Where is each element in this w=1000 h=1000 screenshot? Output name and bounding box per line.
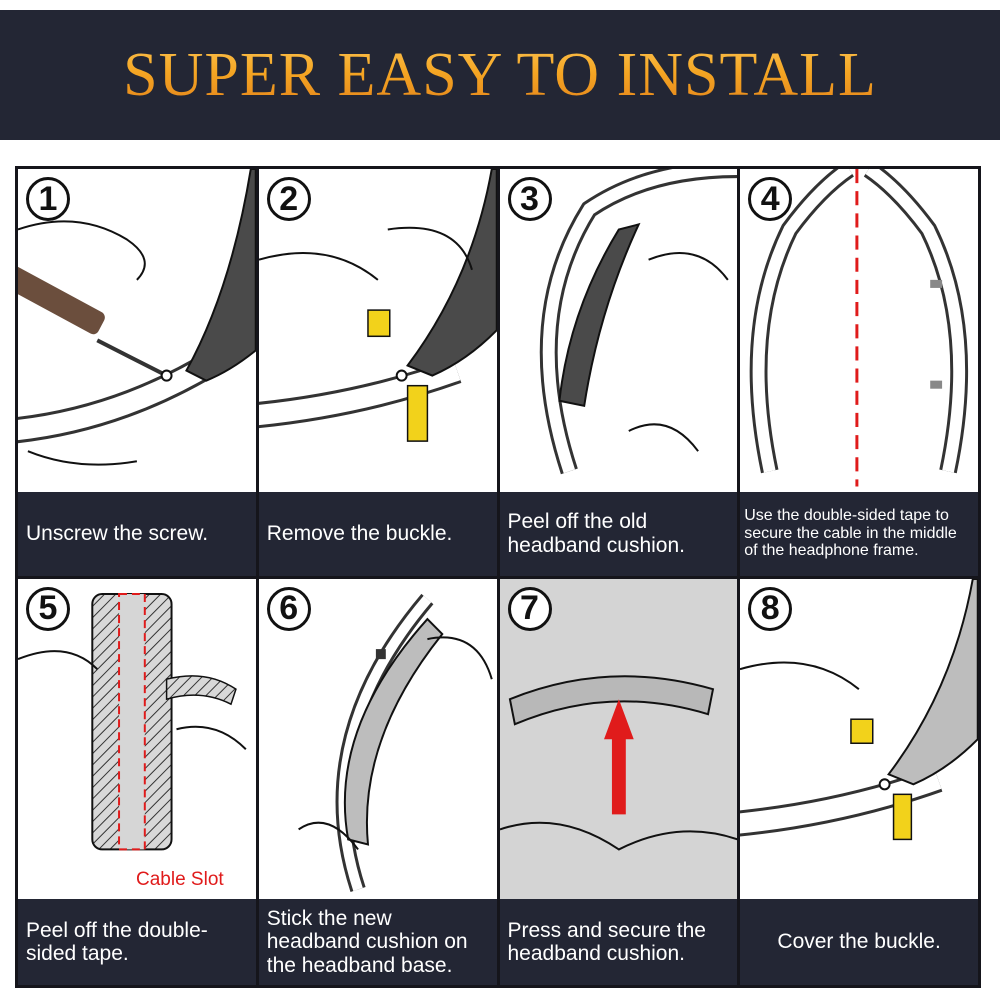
step-1-number-badge: 1 <box>26 177 70 221</box>
step-2-caption: Remove the buckle. <box>258 491 497 576</box>
step-2-illustration: 2 <box>258 169 497 492</box>
cable-slot-label: Cable Slot <box>136 869 224 890</box>
step-6-panel: 6 Stick the new headband cushion on the … <box>258 578 497 985</box>
step-3-number-badge: 3 <box>507 177 552 221</box>
step-4-illustration: 4 <box>740 169 978 492</box>
step-6-number-badge: 6 <box>266 586 311 631</box>
step-7-illustration: 7 <box>499 578 738 899</box>
step-8-number-badge: 8 <box>748 586 793 631</box>
step-3-caption: Peel off the old headband cushion. <box>499 491 738 576</box>
step-8-illustration: 8 <box>740 578 978 900</box>
header-banner: SUPER EASY TO INSTALL <box>0 10 1000 140</box>
step-1-illustration: 1 <box>18 169 256 492</box>
step-7-number-badge: 7 <box>507 586 552 631</box>
step-2-number-badge: 2 <box>266 177 311 221</box>
step-5-caption: Peel off the double-sided tape. <box>18 899 256 985</box>
instruction-grid: 1 Unscrew the screw. 2 Remove the buckle… <box>15 166 981 988</box>
step-1-caption: Unscrew the screw. <box>18 491 256 576</box>
step-5-panel: 5 Cable Slot Peel off the double-sided t… <box>18 578 256 985</box>
step-3-illustration: 3 <box>500 169 738 492</box>
step-7-caption: Press and secure the headband cushion. <box>499 899 738 985</box>
page-title: SUPER EASY TO INSTALL <box>123 40 877 109</box>
step-6-illustration: 6 <box>259 579 497 900</box>
step-8-panel: 8 Cover the buckle. <box>740 578 978 985</box>
step-2-panel: 2 Remove the buckle. <box>258 169 497 576</box>
step-7-panel: 7 Press and secure the headband cushion. <box>499 578 738 985</box>
step-4-number-badge: 4 <box>748 177 793 221</box>
step-4-panel: 4 Use the double-sided tape to secure th… <box>740 169 978 576</box>
step-5-number-badge: 5 <box>26 586 70 631</box>
step-5-illustration: 5 Cable Slot <box>18 579 256 900</box>
step-8-caption: Cover the buckle. <box>740 899 978 985</box>
step-1-panel: 1 Unscrew the screw. <box>18 169 256 576</box>
step-6-caption: Stick the new headband cushion on the he… <box>258 899 497 985</box>
step-4-caption: Use the double-sided tape to secure the … <box>740 491 978 576</box>
step-3-panel: 3 Peel off the old headband cushion. <box>499 169 738 576</box>
